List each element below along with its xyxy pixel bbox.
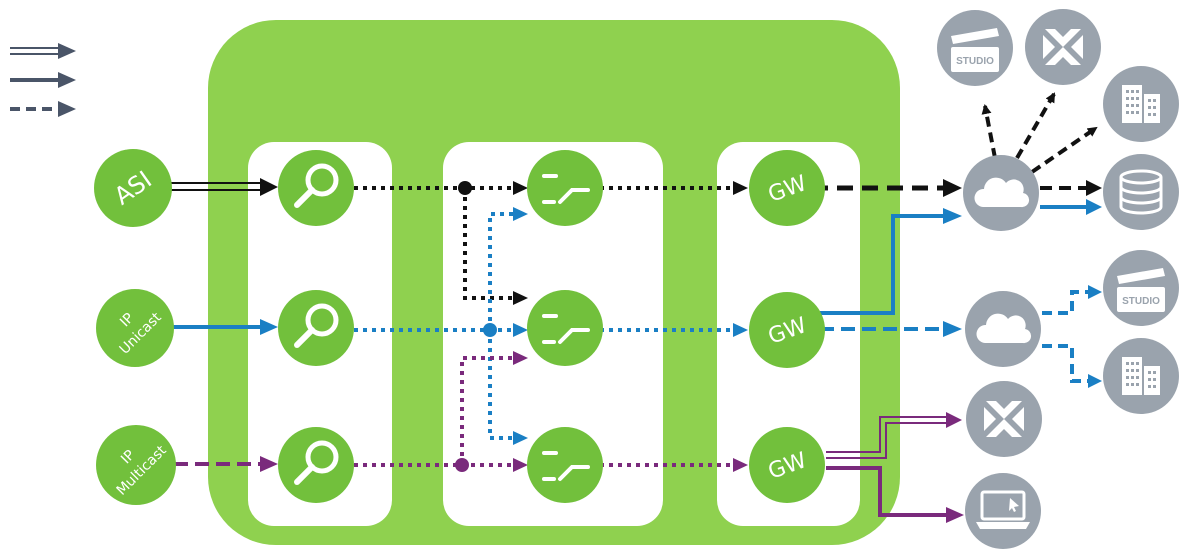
- clapperboard-icon: STUDIO: [951, 28, 999, 72]
- router-endpoint: [966, 381, 1042, 457]
- cursor-icon: [1009, 498, 1019, 512]
- probe-node: [278, 290, 354, 366]
- magnifier-icon: [294, 303, 339, 348]
- switch-node: [527, 150, 603, 226]
- flow-lines: [170, 92, 1102, 523]
- legend-solid-line-arrow: [10, 72, 76, 88]
- gw1-to-cloud1: [812, 179, 962, 197]
- cloud1-fanout: [981, 92, 1102, 215]
- multicast-monitor-flow: [354, 351, 748, 472]
- input-ip-multicast: IP Multicast: [96, 425, 176, 505]
- legend-double-line-arrow: [10, 43, 76, 59]
- probe-node: [278, 427, 354, 503]
- gateway-node: GW: [749, 427, 825, 503]
- studio-label: STUDIO: [956, 56, 994, 67]
- building-endpoint: [1103, 338, 1179, 414]
- router-icon: [984, 401, 1024, 437]
- router-endpoint: [1025, 9, 1101, 85]
- database-icon: [1119, 169, 1163, 215]
- cloud2-fanout: [1042, 285, 1102, 388]
- storage-endpoint: [1103, 154, 1179, 230]
- studio-label: STUDIO: [1122, 296, 1160, 307]
- input-ip-unicast: IP Unicast: [96, 289, 174, 367]
- router-icon: [1043, 29, 1083, 65]
- building-endpoint: [1103, 66, 1179, 142]
- legend: [10, 43, 76, 117]
- cloud-icon: [976, 313, 1032, 344]
- clapperboard-icon: STUDIO: [1117, 268, 1165, 312]
- studio-endpoint: STUDIO: [1103, 250, 1179, 326]
- switch-icon: [542, 314, 590, 344]
- gateway-node: GW: [749, 150, 825, 226]
- cloud-node: [965, 291, 1041, 367]
- gateway-node: GW: [749, 292, 825, 368]
- magnifier-icon: [294, 440, 339, 485]
- studio-endpoint: STUDIO: [937, 10, 1013, 86]
- input-asi: ASI: [94, 149, 172, 227]
- cloud-node: [963, 155, 1039, 231]
- building-icon: [1122, 357, 1160, 395]
- cloud-icon: [974, 177, 1030, 208]
- switch-node: [527, 290, 603, 366]
- gw2-to-cloud1: [820, 208, 962, 315]
- gw2-to-cloud2: [820, 321, 962, 337]
- unicast-input-line: [170, 319, 278, 335]
- switch-node: [527, 427, 603, 503]
- gw3-to-router: [826, 412, 962, 459]
- gw3-to-laptop: [826, 466, 964, 523]
- probe-node: [278, 150, 354, 226]
- legend-dashed-line-arrow: [10, 101, 76, 117]
- building-icon: [1122, 85, 1160, 123]
- switch-icon: [542, 174, 590, 204]
- multicast-input-line: [174, 456, 278, 472]
- asi-input-double-line: [170, 178, 278, 196]
- asi-monitor-flow: [354, 181, 748, 305]
- switch-icon: [542, 451, 590, 481]
- unicast-monitor-flow: [354, 207, 748, 445]
- magnifier-icon: [294, 163, 339, 208]
- laptop-endpoint: [965, 473, 1041, 549]
- laptop-icon: [976, 490, 1030, 529]
